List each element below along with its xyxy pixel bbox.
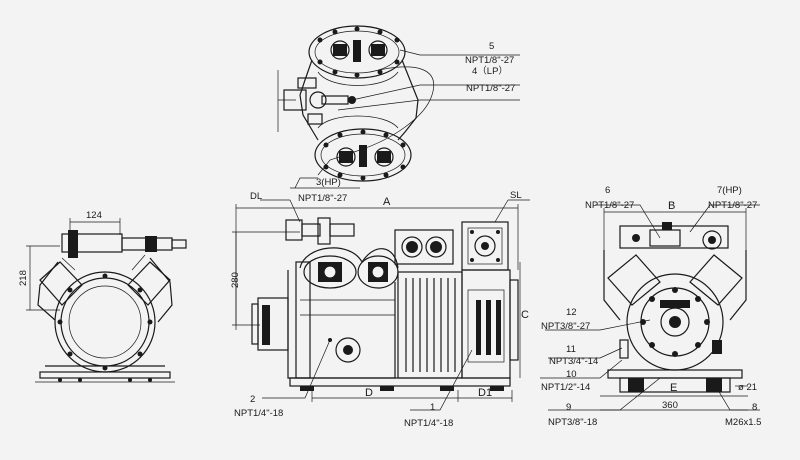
label-5: 5: [489, 41, 494, 52]
label-2: 2: [250, 394, 255, 405]
label-npt-11: NPT3/4"-14: [549, 356, 598, 367]
end-view-right: [540, 204, 760, 411]
label-7hp: 7(HP): [717, 185, 742, 196]
label-9: 9: [566, 402, 571, 413]
label-3hp: 3(HP): [316, 177, 341, 188]
label-dim-c: C: [521, 309, 529, 321]
label-dim-e: E: [670, 382, 677, 394]
label-npt-12: NPT3/8"-27: [541, 321, 590, 332]
label-280: 280: [230, 272, 241, 288]
label-dim-d: D: [365, 387, 373, 399]
end-view-left: [26, 218, 187, 383]
label-npt-10: NPT1/2"-14: [541, 382, 590, 393]
label-8: 8: [752, 402, 757, 413]
label-dim-b: B: [668, 200, 675, 212]
label-6: 6: [605, 185, 610, 196]
front-view: [232, 199, 530, 411]
label-dl: DL: [250, 191, 262, 202]
label-218: 218: [18, 270, 29, 286]
label-1: 1: [430, 402, 435, 413]
cooling-fins: [405, 278, 456, 372]
label-phi21: ø 21: [738, 382, 757, 393]
label-10: 10: [566, 369, 577, 380]
label-4lp: 4（LP）: [472, 65, 508, 77]
top-view: [277, 25, 520, 189]
label-npt-5: NPT1/8"-27: [465, 55, 514, 66]
label-m26: M26x1.5: [725, 417, 761, 428]
label-npt-9: NPT3/8"-18: [548, 417, 597, 428]
label-12: 12: [566, 307, 577, 318]
label-npt-2: NPT1/4"-18: [234, 408, 283, 419]
label-124: 124: [86, 210, 102, 221]
label-npt-4: NPT1/8"-27: [466, 83, 515, 94]
label-npt-7: NPT1/8"-27: [708, 200, 757, 211]
label-360: 360: [662, 400, 678, 411]
label-npt-1: NPT1/4"-18: [404, 418, 453, 429]
label-dim-a: A: [383, 196, 391, 208]
label-sl: SL: [510, 190, 522, 201]
label-11: 11: [566, 344, 576, 355]
label-dim-d1: D1: [478, 387, 492, 399]
label-npt-3: NPT1/8"-27: [298, 193, 347, 204]
label-npt-6: NPT1/8"-27: [585, 200, 634, 211]
